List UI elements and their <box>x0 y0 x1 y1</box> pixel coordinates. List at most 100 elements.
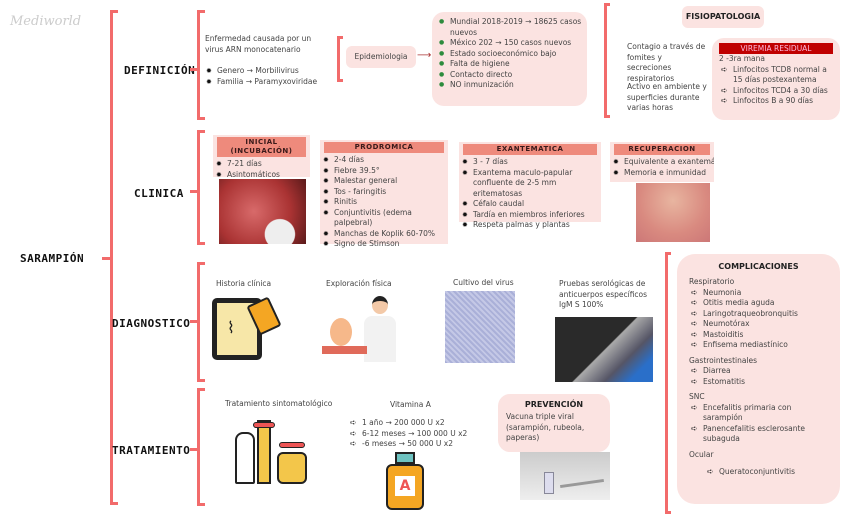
bracket-tick <box>190 190 198 193</box>
vitamin-a-bottle-icon: A <box>386 452 424 510</box>
viremia-box: VIREMIA RESIDUAL 2 -3ra mana Linfocitos … <box>712 38 840 120</box>
viremia-item: Linfocitos B a 90 días <box>719 96 833 107</box>
phase-item: Conjuntivitis (edema palpebral) <box>320 208 448 229</box>
phase-item: 2-4 días <box>320 155 448 166</box>
phase-item: Asintomáticos <box>213 170 310 181</box>
epidemiologia-label: Epidemiologia <box>354 52 408 61</box>
definition-item: Familia → Paramyxoviridae <box>203 77 333 88</box>
section-bracket <box>197 10 205 120</box>
epi-item: México 202 → 150 casos nuevos <box>436 38 583 49</box>
section-definicion: DEFINICIÓN <box>124 64 196 77</box>
viremia-title: VIREMIA RESIDUAL <box>719 43 833 54</box>
group-name: Respiratorio <box>689 277 735 286</box>
definition-text: Enfermedad causada por un virus ARN mono… <box>205 34 312 54</box>
section-bracket <box>197 388 205 506</box>
complicaciones-box: COMPLICACIONES Respiratorio Neumonia Oti… <box>677 254 840 504</box>
child-face-photo <box>636 183 710 242</box>
comp-item: Neumonia <box>689 288 828 299</box>
epi-item: Mundial 2018-2019 → 18625 casos nuevos <box>436 17 583 38</box>
definition-list: Genero → Morbilivirus Familia → Paramyxo… <box>203 66 333 87</box>
epidemiologia-bracket <box>337 36 343 82</box>
phase-item: Rinitis <box>320 197 448 208</box>
historia-label: Historia clínica <box>216 279 272 288</box>
fisio-text: Activo en ambiente y superficies durante… <box>627 82 707 112</box>
vaccine-photo <box>520 452 610 500</box>
doctor-illustration <box>320 292 400 364</box>
group-name: Gastrointestinales <box>689 355 758 365</box>
section-diagnostico: DIAGNOSTICO <box>112 317 191 330</box>
bracket-tick <box>190 320 198 323</box>
epi-item: Estado socioeconómico bajo <box>436 49 583 60</box>
definition-item: Genero → Morbilivirus <box>203 66 333 77</box>
phase-item: Manchas de Koplik 60-70% <box>320 229 448 240</box>
lab-test-photo <box>555 317 653 382</box>
main-title: SARAMPIÓN <box>20 252 85 265</box>
phase-card: EXANTEMATICA 3 - 7 días Exantema maculo-… <box>459 142 601 230</box>
phase-item: Respeta palmas y plantas <box>459 220 601 231</box>
bottle-label: A <box>395 476 415 496</box>
section-clinica: CLINICA <box>134 187 184 200</box>
exploracion-label: Exploración física <box>326 279 392 288</box>
section-bracket <box>197 130 205 245</box>
vitamina-list: 1 año → 200 000 U x2 6-12 meses → 100 00… <box>348 418 467 450</box>
bracket-tick <box>102 257 110 260</box>
fisiopatologia-bracket <box>604 3 610 118</box>
fisio-text: Contagio a través de fomites y secrecion… <box>627 42 706 83</box>
phase-item: Fiebre 39.5° <box>320 166 448 177</box>
phase-title: RECUPERACION <box>614 144 710 155</box>
prevencion-title: PREVENCIÓN <box>524 400 584 409</box>
phase-item: Tardía en miembros inferiores <box>459 210 601 221</box>
comp-item: Mastoiditis <box>689 330 828 341</box>
phase-card: RECUPERACION Equivalente a exantemáticaM… <box>610 142 714 182</box>
vitamina-title: Vitamina A <box>390 400 431 409</box>
viremia-sub: 2 -3ra mana <box>719 54 765 63</box>
sintomatologico-label: Tratamiento sintomatológico <box>225 399 333 408</box>
group-name: SNC <box>689 392 705 401</box>
virus-culture-photo <box>445 291 515 363</box>
prevencion-box: PREVENCIÓN Vacuna triple viral (sarampió… <box>498 394 610 452</box>
prevencion-text: Vacuna triple viral (sarampión, rubeola,… <box>506 412 585 442</box>
phase-item: Céfalo caudal <box>459 199 601 210</box>
complicaciones-title: COMPLICACIONES <box>718 262 799 271</box>
watermark: Mediworld <box>10 14 82 29</box>
comp-item: Neumotórax <box>689 319 828 330</box>
epi-item: Contacto directo <box>436 70 583 81</box>
phase-item: Tos - faringitis <box>320 187 448 198</box>
section-tratamiento: TRATAMIENTO <box>112 444 191 457</box>
comp-item: Queratoconjuntivitis <box>705 467 828 478</box>
section-bracket <box>197 262 205 382</box>
complicaciones-bracket <box>665 252 671 514</box>
phase-item: Signo de Stimson <box>320 239 448 250</box>
comp-item: Panencefalitis esclerosante subaguda <box>689 424 828 445</box>
epi-item: NO inmunización <box>436 80 583 91</box>
mouth-photo <box>219 179 306 244</box>
fisiopatologia-title: FISIOPATOLOGIA <box>682 6 764 28</box>
phase-item: Memoria e inmunidad <box>610 168 714 179</box>
bracket-tick <box>190 448 198 451</box>
bracket-tick <box>190 68 198 71</box>
epidemiologia-list: Mundial 2018-2019 → 18625 casos nuevos M… <box>432 12 587 106</box>
vitamina-item: -6 meses → 50 000 U x2 <box>348 439 467 450</box>
group-name: Ocular <box>689 449 714 459</box>
comp-item: Estomatitis <box>689 377 828 388</box>
comp-item: Diarrea <box>689 366 828 377</box>
comp-item: Enfisema mediastínico <box>689 340 828 351</box>
medicine-bottles-icon <box>233 412 313 484</box>
vitamina-item: 6-12 meses → 100 000 U x2 <box>348 429 467 440</box>
viremia-item: Linfocitos TCD8 normal a 15 días postexa… <box>719 65 833 86</box>
main-bracket <box>110 10 118 505</box>
phase-title: EXANTEMATICA <box>463 144 597 155</box>
epidemiologia-box: Epidemiologia <box>346 46 416 68</box>
epi-item: Falta de higiene <box>436 59 583 70</box>
comp-item: Encefalitis primaria con sarampión <box>689 403 828 424</box>
phase-card: INICIAL (INCUBACIÓN) 7-21 díasAsintomáti… <box>213 135 310 180</box>
phase-item: Equivalente a exantemática <box>610 157 714 168</box>
phase-item: Malestar general <box>320 176 448 187</box>
phase-card: PRODROMICA 2-4 días Fiebre 39.5° Malesta… <box>320 140 448 249</box>
phase-item: Exantema maculo-papular confluente de 2-… <box>459 168 601 200</box>
cultivo-label: Cultivo del virus <box>453 278 514 287</box>
heartbeat-icon: ⌇ <box>227 318 235 337</box>
arrow-icon: ⟶ <box>417 50 432 61</box>
phase-item: 7-21 días <box>213 159 310 170</box>
viremia-item: Linfocitos TCD4 a 30 días <box>719 86 833 97</box>
